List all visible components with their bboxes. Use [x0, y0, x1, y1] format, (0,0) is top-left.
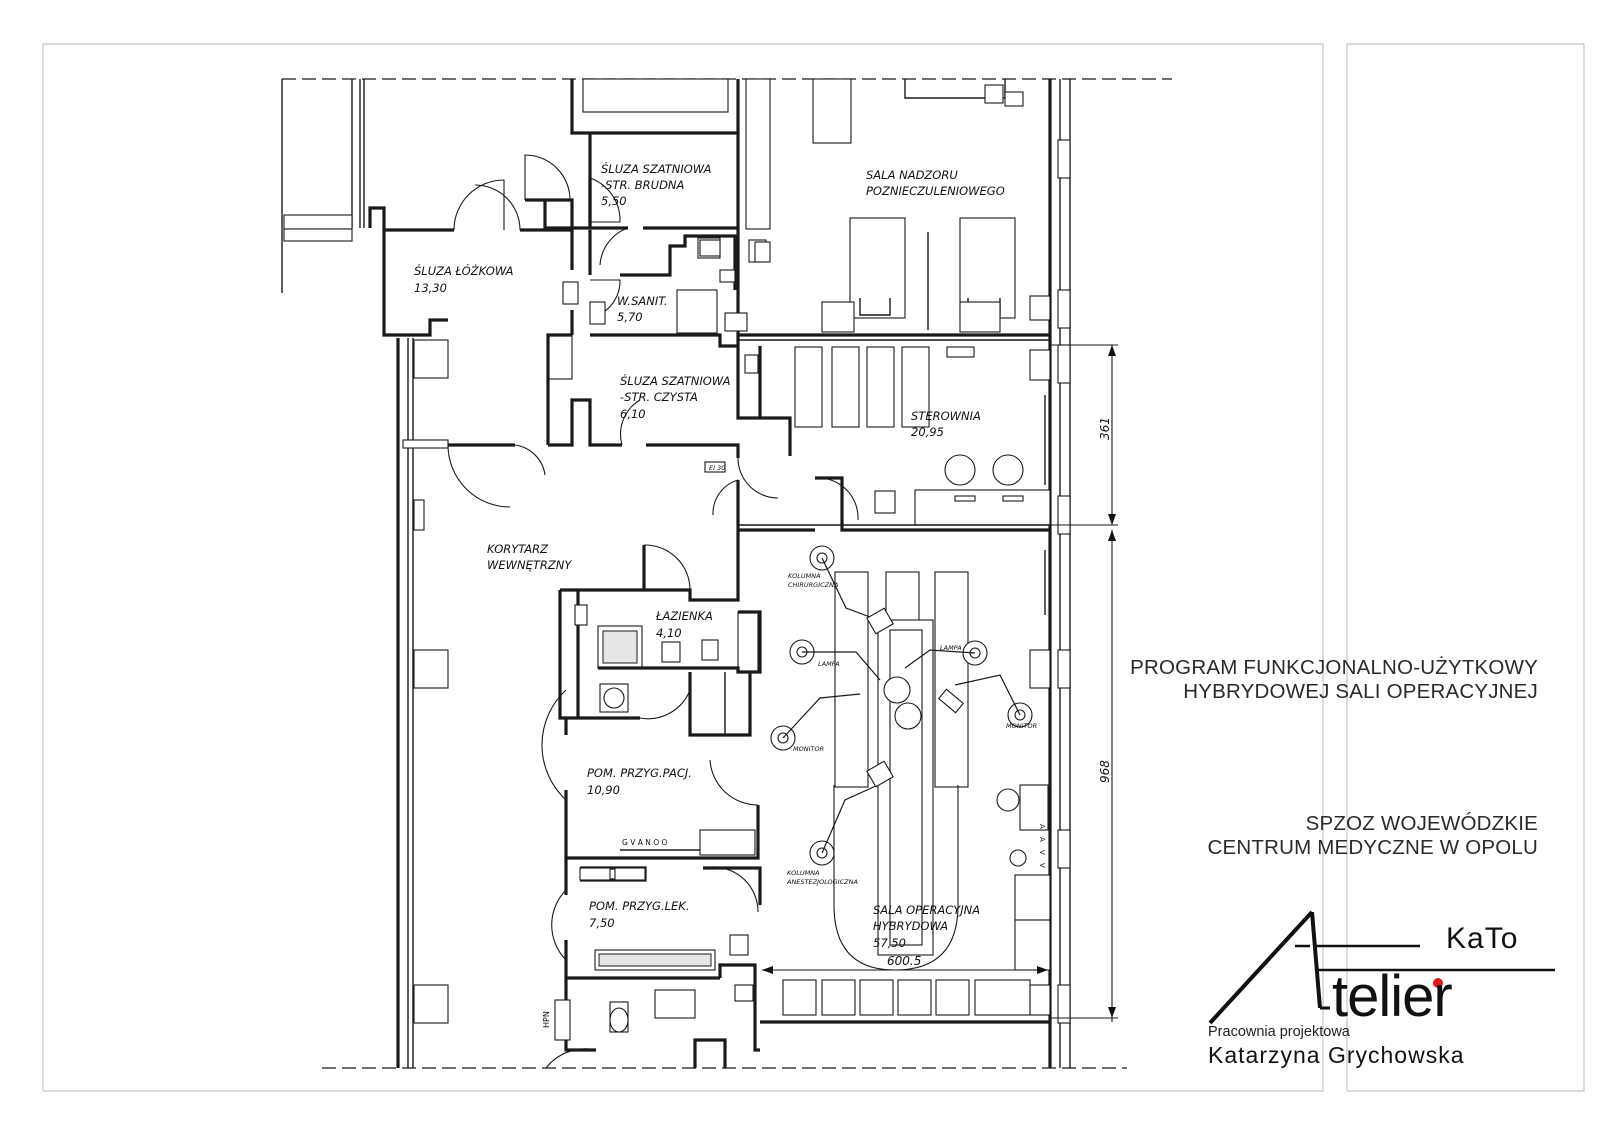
label-sterownia: STEROWNIA: [911, 409, 981, 423]
patient-prep-room: [564, 716, 760, 860]
label-ei30: EI 30: [709, 464, 725, 472]
drawing-frame: [42, 43, 1324, 1092]
label-wsanit: W.SANIT.: [617, 294, 668, 308]
label-kolumna-anest-2: ANESTEZJOLOGICZNA: [786, 878, 858, 886]
project-title: PROGRAM FUNKCJONALNO-UŻYTKOWY HYBRYDOWEJ…: [1130, 656, 1538, 704]
drug-prep-room: [554, 858, 762, 1068]
area-przyg-lek: 7,50: [589, 916, 615, 930]
sinks: [562, 239, 771, 626]
label-lazienka: ŁAZIENKA: [655, 609, 713, 623]
label-sluza-brudna: ŚLUZA SZATNIOWA: [601, 161, 712, 176]
label-avv: A A V V: [1038, 824, 1046, 871]
label-sluza-brudna-2: -STR. BRUDNA: [601, 178, 685, 192]
label-sala-operacyjna-2: HYBRYDOWA: [873, 919, 948, 933]
bathroom: [558, 590, 762, 737]
area-sala-operacyjna: 57,50: [873, 936, 906, 950]
label-lampa-left: LAMPA: [818, 660, 840, 668]
label-korytarz: KORYTARZ: [487, 542, 549, 556]
title-frame: [1346, 43, 1585, 1092]
logo-architect: Katarzyna Grychowska: [1208, 1042, 1465, 1068]
label-korytarz-2: WEWNĘTRZNY: [487, 558, 572, 572]
area-sluza-lozkowa: 13,30: [414, 281, 447, 295]
label-kolumna-anest: KOLUMNA: [787, 869, 820, 877]
label-przyg-lek: POM. PRZYG.LEK.: [589, 899, 690, 913]
corridor-walls: [448, 333, 740, 602]
label-sala-nadzoru-2: POZNIECZULENIOWEGO: [866, 184, 1005, 198]
equipment-labels: KOLUMNA CHIRURGICZNA LAMPA LAMPA MONITOR…: [542, 464, 1046, 1028]
upper-rooms-walls: [368, 78, 748, 380]
dim-361: 361: [1098, 417, 1112, 440]
label-sala-nadzoru: SALA NADZORU: [866, 168, 958, 182]
logo-accent-dot: [1433, 978, 1443, 988]
dim-968: 968: [1098, 760, 1112, 783]
studio-logo: KaTo telier Pracownia projektowa Katarzy…: [1200, 908, 1570, 1068]
recovery-room-equipment: [745, 78, 1024, 333]
area-sterownia: 20,95: [911, 425, 944, 439]
client-name: SPZOZ WOJEWÓDZKIE CENTRUM MEDYCZNE W OPO…: [1207, 812, 1538, 860]
area-sluza-brudna: 5,50: [601, 194, 627, 208]
label-kolumna-chir: KOLUMNA: [788, 572, 821, 580]
label-gases: G V A N O O: [622, 838, 668, 847]
area-wsanit: 5,70: [617, 310, 643, 324]
area-sluza-czysta: 6,10: [620, 407, 646, 421]
logo-graphic: [1208, 910, 1555, 1025]
west-facade: [281, 79, 449, 1068]
logo-studio: Pracownia projektowa: [1208, 1024, 1350, 1040]
label-lampa-right: LAMPA: [940, 644, 962, 652]
dimension-lines: [762, 344, 1118, 1022]
label-monitor-left: MONITOR: [793, 745, 824, 753]
logo-wordmark: telier: [1332, 968, 1453, 1026]
project-title-line1: PROGRAM FUNKCJONALNO-UŻYTKOWY: [1130, 656, 1538, 679]
doors: [447, 154, 859, 1069]
or-table-system: [833, 571, 969, 971]
label-sluza-lozkowa: ŚLUZA ŁÓŻKOWA: [414, 263, 514, 278]
room-labels: ŚLUZA SZATNIOWA -STR. BRUDNA 5,50 SALA N…: [414, 161, 1005, 950]
label-sluza-czysta: ŚLUZA SZATNIOWA: [620, 373, 731, 388]
logo-wordmark-rest: telier: [1332, 964, 1453, 1029]
dim-600-5: 600.5: [887, 954, 921, 968]
or-bottom-cabinets: [760, 550, 1051, 1024]
area-lazienka: 4,10: [656, 626, 682, 640]
project-title-line2: HYBRYDOWEJ SALI OPERACYJNEJ: [1183, 680, 1538, 703]
client-name-line1: SPZOZ WOJEWÓDZKIE: [1305, 812, 1538, 835]
area-przyg-pacj: 10,90: [587, 783, 620, 797]
control-room: [736, 346, 1051, 532]
label-sala-operacyjna: SALA OPERACYJNA: [873, 903, 980, 917]
label-kolumna-chir-2: CHIRURGICZNA: [788, 581, 838, 589]
label-sluza-czysta-2: -STR. CZYSTA: [620, 390, 698, 404]
label-hpn: HPN: [542, 1011, 551, 1028]
client-name-line2: CENTRUM MEDYCZNE W OPOLU: [1207, 836, 1538, 859]
logo-kato: KaTo: [1446, 922, 1519, 955]
label-monitor-right: MONITOR: [1006, 722, 1037, 730]
or-booms: [770, 545, 1033, 866]
label-przyg-pacj: POM. PRZYG.PACJ.: [587, 766, 692, 780]
